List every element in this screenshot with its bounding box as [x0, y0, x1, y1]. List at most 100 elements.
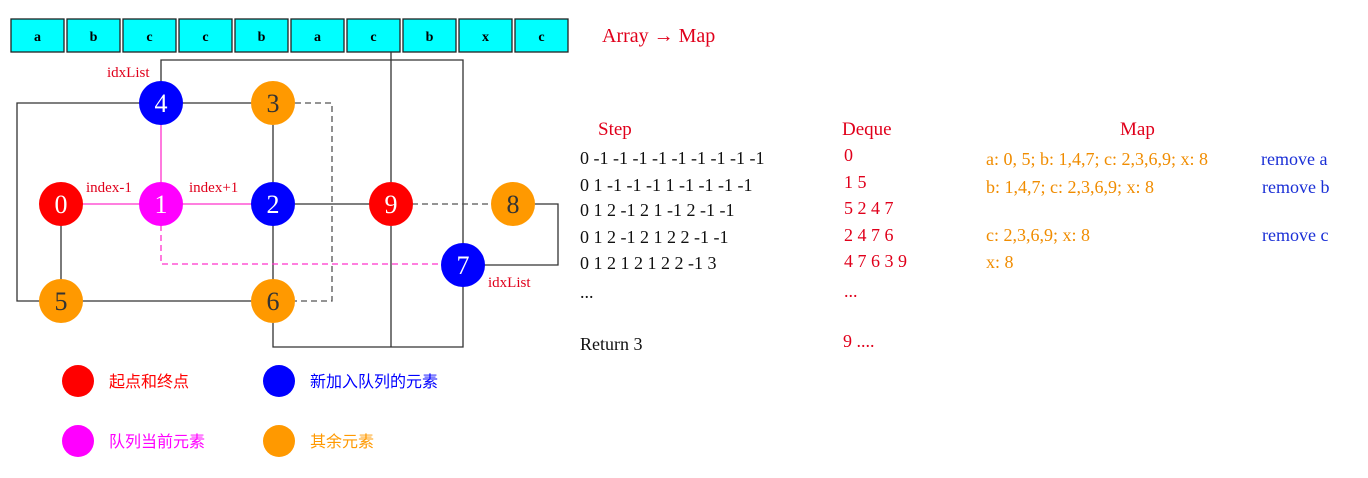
edge-1-7-dashed — [160, 225, 442, 265]
node-label: 3 — [267, 89, 280, 118]
legend-item: 其余元素 — [263, 425, 374, 457]
deque-cell: 1 5 — [844, 172, 867, 192]
node-label: 5 — [55, 287, 68, 316]
table-row: 0 1 2 -1 2 1 2 2 -1 -1 2 4 7 6 c: 2,3,6,9;… — [580, 225, 1328, 247]
map-cell: b: 1,4,7; c: 2,3,6,9; x: 8 — [986, 177, 1154, 197]
dashed-edges — [160, 102, 492, 302]
node-label: 2 — [267, 190, 280, 219]
legend-swatch — [62, 425, 94, 457]
array-cell-value: c — [202, 30, 208, 45]
edge-6-bottom — [272, 286, 464, 348]
edge-8-7 — [484, 203, 559, 266]
legend-label: 起点和终点 — [109, 372, 189, 391]
node-1: 1 — [139, 182, 183, 226]
array-cell-value: c — [146, 30, 152, 45]
edge-4-5-loop — [16, 102, 140, 302]
idxlist-label-top: idxList — [107, 65, 150, 81]
graph-nodes: 0 1 2 3 4 5 6 7 8 9 — [39, 81, 535, 323]
node-6: 6 — [251, 279, 295, 323]
node-5: 5 — [39, 279, 83, 323]
remove-cell: remove c — [1262, 225, 1328, 245]
step-cell: 0 1 -1 -1 -1 1 -1 -1 -1 -1 — [580, 175, 752, 195]
node-label: 1 — [155, 190, 168, 219]
node-label: 8 — [507, 190, 520, 219]
step-cell: 0 1 2 -1 2 1 -1 2 -1 -1 — [580, 200, 734, 220]
diagram-title: Array → Map — [602, 25, 715, 47]
legend-item: 队列当前元素 — [62, 425, 205, 457]
remove-cell: remove a — [1261, 149, 1327, 169]
final-deque: 9 .... — [843, 331, 875, 351]
index-minus-label: index-1 — [86, 180, 132, 196]
step-cell: 0 1 2 -1 2 1 2 2 -1 -1 — [580, 227, 728, 247]
node-2: 2 — [251, 182, 295, 226]
table-row: ...... — [580, 281, 858, 302]
legend-item: 新加入队列的元素 — [263, 365, 438, 397]
map-cell: c: 2,3,6,9; x: 8 — [986, 225, 1090, 245]
index-plus-label: index+1 — [189, 180, 238, 196]
array-cell-value: x — [482, 30, 489, 45]
step-cell: 0 1 2 1 2 1 2 2 -1 3 — [580, 253, 717, 273]
table-row: 0 1 -1 -1 -1 1 -1 -1 -1 -1 1 5 b: 1,4,7; c… — [580, 172, 1329, 197]
legend-swatch — [263, 425, 295, 457]
remove-cell: remove b — [1262, 177, 1329, 197]
legend-item: 起点和终点 — [62, 365, 189, 397]
map-cell: a: 0, 5; b: 1,4,7; c: 2,3,6,9; x: 8 — [986, 149, 1208, 169]
array-cell-value: c — [370, 30, 376, 45]
idxlist-label-right: idxList — [488, 275, 531, 291]
deque-cell: 0 — [844, 145, 853, 165]
graph-edges — [16, 52, 559, 348]
node-label: 6 — [267, 287, 280, 316]
deque-cell: 2 4 7 6 — [844, 225, 894, 245]
node-9: 9 — [369, 182, 413, 226]
step-header: Step — [598, 119, 632, 140]
array-cell: c — [122, 18, 177, 53]
deque-header: Deque — [842, 119, 892, 140]
deque-cell: 5 2 4 7 — [844, 198, 894, 218]
node-label: 0 — [55, 190, 68, 219]
table-row: 0 1 2 1 2 1 2 2 -1 3 4 7 6 3 9 x: 8 — [580, 251, 1014, 273]
array-cell-value: b — [90, 30, 98, 45]
array-cell-value: c — [538, 30, 544, 45]
array-cell-value: a — [314, 30, 321, 45]
edge-idxlist-top — [160, 59, 464, 244]
array-cell: b — [234, 18, 289, 53]
node-label: 4 — [155, 89, 168, 118]
node-label: 9 — [385, 190, 398, 219]
node-0: 0 — [39, 182, 83, 226]
table-row: 0 -1 -1 -1 -1 -1 -1 -1 -1 -1 0 a: 0, 5; b:… — [580, 145, 1327, 169]
legend-label: 队列当前元素 — [109, 432, 205, 451]
array-cell: b — [402, 18, 457, 53]
legend-swatch — [62, 365, 94, 397]
final-step: Return 3 — [580, 334, 643, 354]
array-cell: c — [178, 18, 233, 53]
node-7: 7 — [441, 243, 485, 287]
array-cell-value: b — [258, 30, 266, 45]
array-cell-value: a — [34, 30, 41, 45]
node-4: 4 — [139, 81, 183, 125]
array-cell: b — [66, 18, 121, 53]
edge-3-6-dashed — [295, 102, 333, 302]
deque-cell: 4 7 6 3 9 — [844, 251, 907, 271]
array-cell: a — [10, 18, 65, 53]
array-cell: a — [290, 18, 345, 53]
current-edges — [82, 125, 252, 205]
node-label: 7 — [457, 251, 470, 280]
table-row: 0 1 2 -1 2 1 -1 2 -1 -1 5 2 4 7 — [580, 198, 894, 220]
legend-label: 其余元素 — [310, 432, 374, 451]
array-cell-value: b — [426, 30, 434, 45]
node-3: 3 — [251, 81, 295, 125]
node-8: 8 — [491, 182, 535, 226]
legend-label: 新加入队列的元素 — [310, 372, 438, 391]
deque-cell: ... — [844, 281, 858, 301]
step-cell: 0 -1 -1 -1 -1 -1 -1 -1 -1 -1 — [580, 148, 764, 168]
array-cell: c — [514, 18, 569, 53]
step-cell: ... — [580, 282, 594, 302]
legend-swatch — [263, 365, 295, 397]
map-cell: x: 8 — [986, 252, 1014, 272]
map-header: Map — [1120, 119, 1155, 140]
table-rows: 0 -1 -1 -1 -1 -1 -1 -1 -1 -1 0 a: 0, 5; b:… — [580, 145, 1329, 302]
array-cell: c — [346, 18, 401, 53]
